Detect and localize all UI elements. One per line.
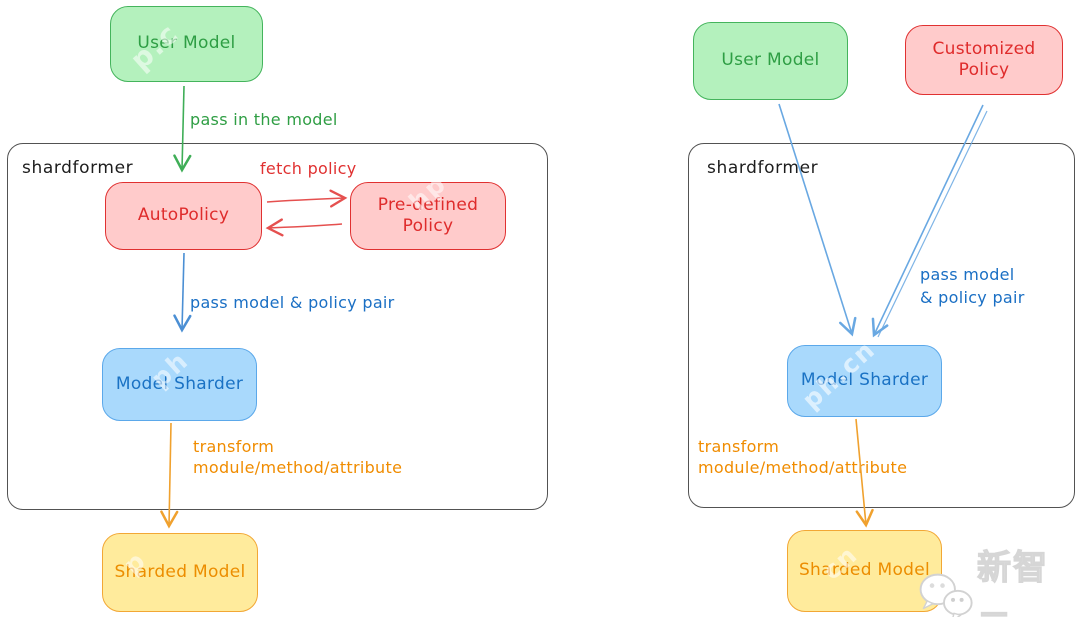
sharded-model-node-right: Sharded Model bbox=[787, 530, 942, 612]
user-model-node-right: User Model bbox=[693, 22, 848, 100]
pass-in-model-label: pass in the model bbox=[190, 110, 338, 129]
transform-label-right: transform module/method/attribute bbox=[698, 436, 907, 478]
shardformer-container-left bbox=[7, 143, 548, 510]
xinzhiyuan-logo: 新智元 bbox=[912, 538, 1080, 617]
model-sharder-node-left: Model Sharder bbox=[102, 348, 257, 421]
pass-pair-label-left: pass model & policy pair bbox=[190, 293, 395, 312]
transform-line1: transform bbox=[193, 437, 275, 456]
pass-pair-line1: pass model bbox=[920, 265, 1015, 284]
xinzhiyuan-logo-text: 新智元 bbox=[976, 547, 1049, 617]
customized-policy-node: Customized Policy bbox=[905, 25, 1063, 95]
shardformer-label-right: shardformer bbox=[707, 158, 819, 178]
transform-label-left: transform module/method/attribute bbox=[193, 436, 402, 478]
pass-pair-label-right: pass model & policy pair bbox=[920, 263, 1025, 309]
pass-pair-line2: & policy pair bbox=[920, 288, 1025, 307]
wechat-bubbles-icon bbox=[919, 573, 973, 617]
transform-line1: transform bbox=[698, 437, 780, 456]
predefined-policy-node: Pre-defined Policy bbox=[350, 182, 506, 250]
model-sharder-node-right: Model Sharder bbox=[787, 345, 942, 417]
shardformer-label-left: shardformer bbox=[22, 158, 134, 178]
fetch-policy-label: fetch policy bbox=[260, 159, 357, 178]
sharded-model-node-left: Sharded Model bbox=[102, 533, 258, 612]
transform-line2: module/method/attribute bbox=[193, 458, 403, 477]
user-model-node-left: User Model bbox=[110, 6, 263, 82]
auto-policy-node: AutoPolicy bbox=[105, 182, 262, 250]
transform-line2: module/method/attribute bbox=[698, 458, 908, 477]
